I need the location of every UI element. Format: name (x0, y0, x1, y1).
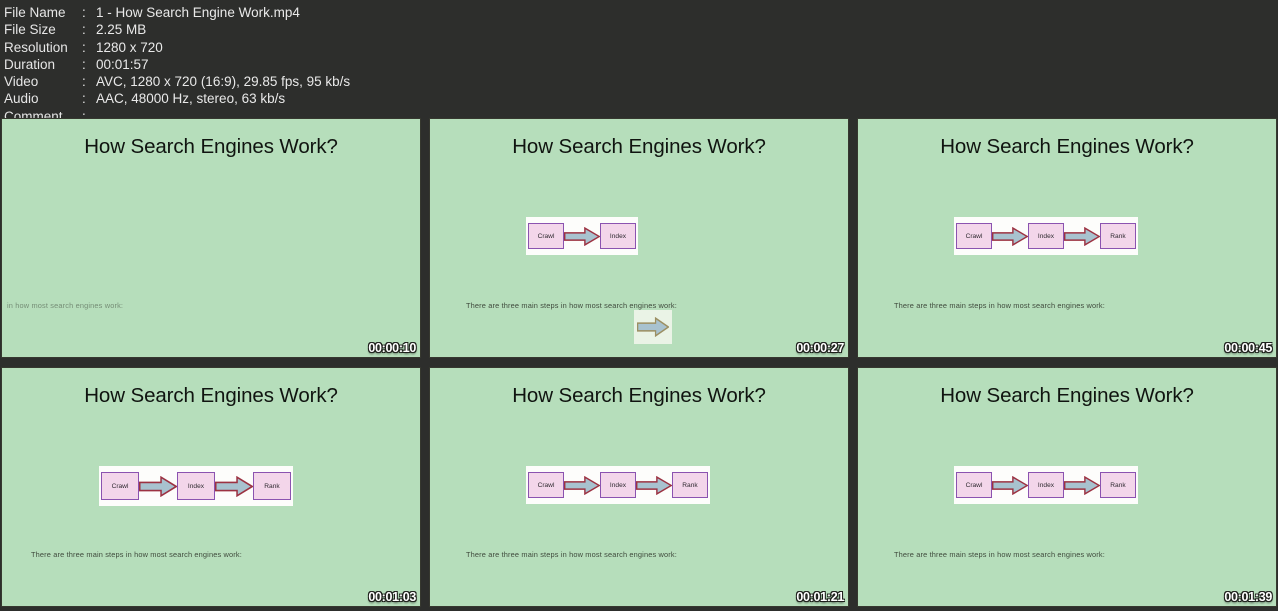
flow-arrow-icon (215, 475, 253, 497)
video-thumbnail[interactable]: How Search Engines Work? There are three … (429, 118, 849, 358)
flow-arrow-icon (139, 475, 177, 497)
process-flow-diagram: Crawl Index Rank (99, 466, 293, 506)
timestamp-label: 00:01:03 (368, 590, 416, 604)
metadata-value: 2.25 MB (96, 22, 147, 38)
flow-arrow-icon (636, 475, 672, 495)
slide-subtitle: There are three main steps in how most s… (466, 301, 677, 310)
flow-node-rank: Rank (1100, 223, 1136, 249)
process-flow-diagram: Crawl Index Rank (954, 217, 1138, 255)
metadata-row: File Size:2.25 MB (4, 21, 1278, 38)
metadata-value: 1 - How Search Engine Work.mp4 (96, 5, 300, 20)
slide-subtitle: in how most search engines work: (7, 301, 124, 310)
timestamp-label: 00:01:21 (796, 590, 844, 604)
slide-title: How Search Engines Work? (84, 135, 338, 158)
metadata-key: File Name (4, 5, 66, 20)
flow-node-index: Index (1028, 472, 1064, 498)
metadata-separator: : (82, 39, 86, 55)
video-thumbnail[interactable]: How Search Engines Work? There are three … (429, 367, 849, 607)
flow-node-crawl: Crawl (956, 223, 992, 249)
flow-arrow-icon (564, 475, 600, 495)
metadata-value: 1280 x 720 (96, 39, 163, 55)
timestamp-label: 00:00:27 (796, 341, 844, 355)
timestamp-label: 00:00:45 (1224, 341, 1272, 355)
file-metadata-panel: File Name:1 - How Search Engine Work.mp4… (0, 0, 1278, 124)
process-flow-diagram: Crawl Index Rank (526, 466, 710, 504)
timestamp-label: 00:01:39 (1224, 590, 1272, 604)
metadata-value: AAC, 48000 Hz, stereo, 63 kb/s (96, 91, 286, 107)
slide-title: How Search Engines Work? (940, 384, 1194, 407)
metadata-key: Video (4, 74, 39, 90)
video-thumbnail[interactable]: How Search Engines Work? There are three … (857, 118, 1277, 358)
slide-subtitle: There are three main steps in how most s… (894, 301, 1105, 310)
flow-arrow-icon (1064, 475, 1100, 495)
metadata-row: File Name:1 - How Search Engine Work.mp4 (4, 4, 1278, 21)
flow-node-index: Index (177, 472, 215, 500)
flow-arrow-icon (992, 226, 1028, 246)
flow-node-index: Index (600, 472, 636, 498)
process-flow-diagram: Crawl Index (526, 217, 638, 255)
metadata-key: Resolution (4, 39, 68, 55)
video-thumbnail[interactable]: How Search Engines Work? There are three … (1, 367, 421, 607)
video-thumbnail[interactable]: How Search Engines Work? There are three … (857, 367, 1277, 607)
metadata-separator: : (82, 5, 86, 20)
flow-node-index: Index (600, 223, 636, 249)
metadata-key: Duration (4, 56, 56, 72)
slide-subtitle: There are three main steps in how most s… (894, 550, 1105, 559)
flow-arrow-icon (564, 226, 600, 246)
slide-subtitle: There are three main steps in how most s… (31, 550, 242, 559)
flow-node-crawl: Crawl (956, 472, 992, 498)
metadata-separator: : (82, 74, 86, 90)
slide-title: How Search Engines Work? (84, 384, 338, 407)
video-thumbnail-grid: How Search Engines Work? in how most sear… (0, 118, 1278, 607)
metadata-row: Video: AVC, 1280 x 720 (16:9), 29.85 fps,… (4, 73, 1278, 90)
slide-subtitle: There are three main steps in how most s… (466, 550, 677, 559)
video-thumbnail[interactable]: How Search Engines Work? in how most sear… (1, 118, 421, 358)
metadata-value: 00:01:57 (96, 56, 149, 72)
metadata-value: AVC, 1280 x 720 (16:9), 29.85 fps, 95 kb… (96, 74, 351, 90)
metadata-separator: : (82, 56, 86, 72)
metadata-row: Duration:00:01:57 (4, 56, 1278, 73)
timestamp-label: 00:00:10 (368, 341, 416, 355)
flow-arrow-icon (992, 475, 1028, 495)
metadata-separator: : (82, 91, 86, 107)
floating-arrow-icon (634, 310, 672, 344)
metadata-key: Audio (4, 91, 39, 107)
flow-arrow-icon (1064, 226, 1100, 246)
flow-node-rank: Rank (1100, 472, 1136, 498)
flow-node-crawl: Crawl (528, 223, 564, 249)
flow-node-rank: Rank (253, 472, 291, 500)
metadata-separator: : (82, 108, 86, 124)
metadata-key: File Size (4, 22, 56, 38)
metadata-row: Audio: AAC, 48000 Hz, stereo, 63 kb/s (4, 90, 1278, 107)
metadata-separator: : (82, 22, 86, 38)
metadata-row: Resolution:1280 x 720 (4, 39, 1278, 56)
flow-node-rank: Rank (672, 472, 708, 498)
slide-title: How Search Engines Work? (512, 384, 766, 407)
slide-title: How Search Engines Work? (940, 135, 1194, 158)
flow-node-crawl: Crawl (528, 472, 564, 498)
slide-title: How Search Engines Work? (512, 135, 766, 158)
flow-node-crawl: Crawl (101, 472, 139, 500)
flow-node-index: Index (1028, 223, 1064, 249)
process-flow-diagram: Crawl Index Rank (954, 466, 1138, 504)
